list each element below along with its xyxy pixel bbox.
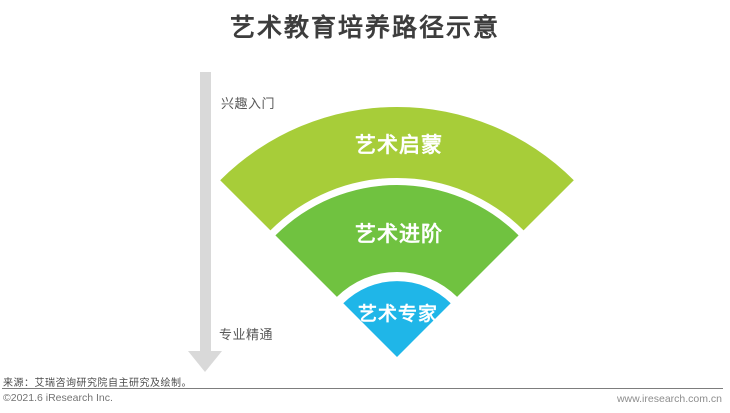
axis-start-label: 兴趣入门 bbox=[221, 96, 276, 111]
axis-end-label: 专业精通 bbox=[219, 327, 274, 342]
fan-segment-expert bbox=[343, 281, 451, 357]
fan-label-advancement: 艺术进阶 bbox=[355, 222, 443, 246]
fan-label-enlightenment: 艺术启蒙 bbox=[355, 133, 443, 157]
website-text: www.iresearch.com.cn bbox=[616, 393, 722, 405]
fan-segment-enlightenment bbox=[220, 106, 574, 231]
fan-segment-advancement bbox=[275, 185, 519, 297]
footer-divider bbox=[2, 388, 723, 389]
arrow-head-icon bbox=[188, 351, 222, 372]
source-note: 来源：艾瑞咨询研究院自主研究及绘制。 bbox=[3, 378, 192, 389]
fan-label-expert: 艺术专家 bbox=[358, 302, 438, 325]
page-title: 艺术教育培养路径示意 bbox=[229, 14, 500, 42]
copyright-text: ©2021.6 iResearch Inc. bbox=[3, 392, 113, 404]
arrow-shaft bbox=[200, 72, 211, 352]
